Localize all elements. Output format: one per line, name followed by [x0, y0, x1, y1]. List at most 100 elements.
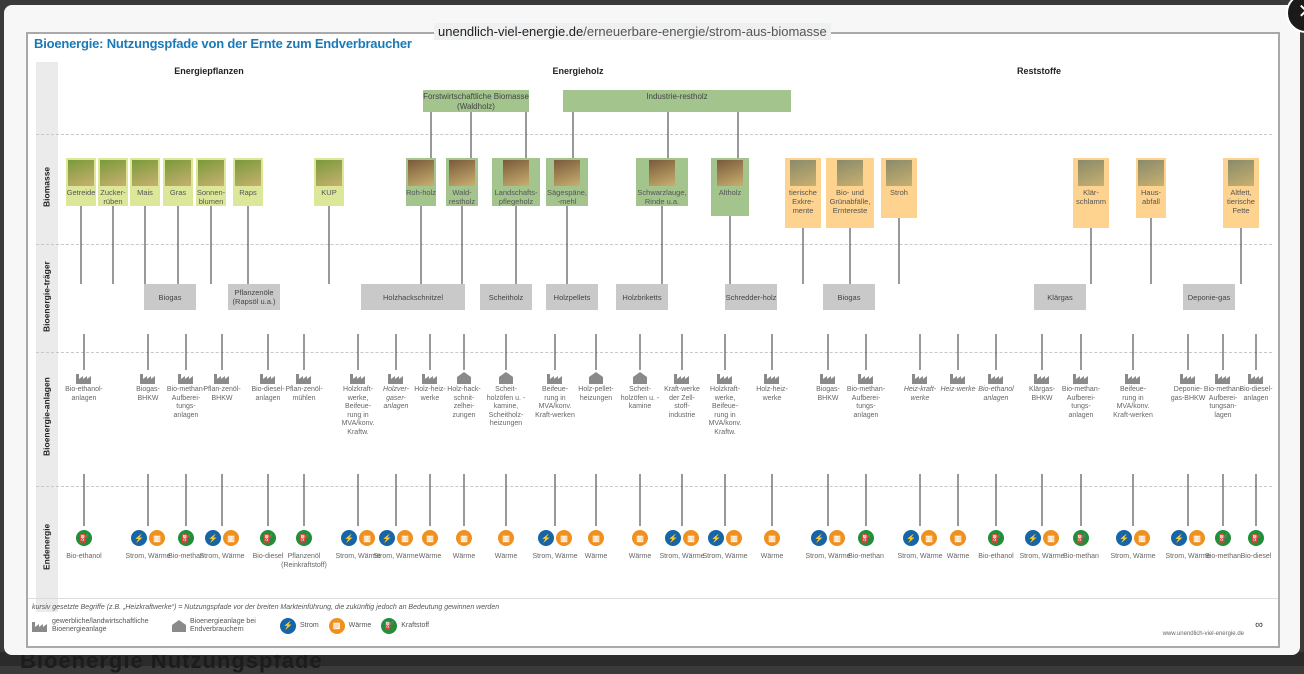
industrial-plant-icon [1248, 372, 1264, 388]
endenergy-5: ⛽Bio-diesel [244, 530, 292, 561]
biomass-label: Landschafts-pflegeholz [494, 188, 538, 206]
endenergy-icons: ⚡▥ [379, 530, 413, 546]
heat-icon: ▥ [1134, 530, 1150, 546]
industrial-plant-icon [422, 372, 438, 388]
biomass-label: tierische Exkre-mente [789, 188, 817, 215]
heat-icon: ▥ [683, 530, 699, 546]
industrial-plant-icon [140, 372, 156, 388]
plant-label: Holz-pellet-heizungen [578, 386, 614, 402]
endenergy-20: ⚡▥Strom, Wärme [896, 530, 944, 561]
plant-label: Scheit-holzöfen u. -kamine [620, 386, 660, 410]
industrial-plant-icon [1215, 372, 1231, 388]
credit-url: www.unendlich-viel-energie.de [1162, 631, 1244, 637]
biomass-3: Mais [130, 158, 160, 206]
endenergy-12: ⚡▥Strom, Wärme [531, 530, 579, 561]
endenergy-icons: ⛽ [178, 530, 194, 546]
biomass-label: Haus-abfall [1140, 188, 1161, 206]
endenergy-label: Bio-diesel [252, 553, 284, 560]
industrial-plant-icon [950, 372, 966, 388]
plant-17: Holz-heiz-werke [752, 372, 792, 403]
carrier-3: Holzhackschnitzel [361, 284, 465, 310]
biomass-label: Altfett, tierische Fette [1227, 188, 1255, 215]
endenergy-icons: ⛽ [1073, 530, 1089, 546]
plant-21: Heiz-werke [938, 372, 978, 395]
power-icon: ⚡ [280, 618, 296, 634]
heat-icon: ▥ [397, 530, 413, 546]
heat-icon: ▥ [726, 530, 742, 546]
endenergy-10: ▥Wärme [440, 530, 488, 561]
endenergy-17: ▥Wärme [748, 530, 796, 561]
category-reststoffe: Reststoffe [1016, 66, 1061, 76]
endenergy-icons: ▥ [456, 530, 472, 546]
plant-label: Heiz-kraft-werke [903, 386, 937, 402]
biomass-photo [235, 160, 261, 186]
biomass-label: Klär-schlamm [1075, 188, 1106, 206]
industrial-plant-icon [764, 372, 780, 388]
heat-icon: ▥ [1189, 530, 1205, 546]
close-icon[interactable]: ✕ [1286, 0, 1304, 33]
plant-2: Biogas-BHKW [128, 372, 168, 403]
heat-icon: ▥ [829, 530, 845, 546]
endenergy-label: Strom, Wärme [1019, 553, 1065, 560]
endenergy-1: ⛽ Bio-ethanol [60, 530, 108, 561]
endenergy-3: ⛽Bio-methan [162, 530, 210, 561]
plant-15: Kraft-werke der Zell-stoff-industrie [662, 372, 702, 420]
page-background [0, 652, 1304, 666]
endenergy-label: Bio-diesel [1240, 553, 1272, 560]
fuel-icon: ⛽ [296, 530, 312, 546]
endenergy-16: ⚡▥Strom, Wärme [701, 530, 749, 561]
endenergy-label: Strom, Wärme [199, 553, 245, 560]
plant-label: Pflan-zenöl-mühlen [285, 386, 323, 402]
heat-icon: ▥ [921, 530, 937, 546]
biomass-photo [198, 160, 224, 186]
diagram-title: Bioenergie: Nutzungspfade von der Ernte … [34, 36, 412, 51]
heat-icon: ▥ [588, 530, 604, 546]
carrier-8: Biogas [823, 284, 875, 310]
row-divider [36, 244, 1272, 245]
biomass-10: Landschafts-pflegeholz [492, 158, 540, 206]
plant-6: Pflan-zenöl-mühlen [284, 372, 324, 403]
heat-icon: ▥ [422, 530, 438, 546]
biomass-12: Schwarzlauge, Rinde u.a. [636, 158, 688, 206]
heat-icon: ▥ [1043, 530, 1059, 546]
plant-label: Beifeue-rung in MVA/konv. Kraft-werken [1113, 386, 1153, 419]
plant-label: Bio-ethanol anlagen [978, 386, 1014, 402]
legend-label: Kraftstoff [401, 622, 430, 629]
endenergy-icons: ⚡▥ [205, 530, 239, 546]
biomass-19: Altfett, tierische Fette [1223, 158, 1259, 228]
endenergy-26: ⚡▥Strom, Wärme [1164, 530, 1212, 561]
plant-label: Biogas-BHKW [816, 386, 840, 402]
heat-icon: ▥ [764, 530, 780, 546]
endenergy-24: ⛽Bio-methan [1057, 530, 1105, 561]
plant-label: Bio-methan-Aufberei-tungs-anlagen [166, 386, 206, 419]
endenergy-label: Bio-methan [848, 553, 884, 560]
biomass-13: Altholz [711, 158, 749, 216]
biomass-17: Klär-schlamm [1073, 158, 1109, 228]
endenergy-label: Strom, Wärme [335, 553, 381, 560]
plant-1: Bio-ethanol-anlagen [64, 372, 104, 403]
industrial-plant-icon [1034, 372, 1050, 388]
fuel-icon: ⛽ [1248, 530, 1264, 546]
endenergy-19: ⛽Bio-methan [842, 530, 890, 561]
industrial-plant-icon [388, 372, 404, 388]
endenergy-icons: ⛽ [1215, 530, 1231, 546]
biomass-label: Roh-holz [406, 188, 437, 197]
endenergy-label: Bio-ethanol [66, 553, 102, 560]
row-divider [36, 352, 1272, 353]
plant-label: Holzkraft-werke, Beifeue-rung in MVA/kon… [341, 386, 375, 436]
plant-8: Holzver-gaser-anlagen [376, 372, 416, 412]
endenergy-label: Bio-methan [1205, 553, 1241, 560]
row-label-column: Biomasse Bioenergie-träger Bioenergie-an… [36, 62, 58, 612]
plant-3: Bio-methan-Aufberei-tungs-anlagen [166, 372, 206, 420]
plant-20: Heiz-kraft-werke [900, 372, 940, 403]
plant-11: Scheit-holzöfen u. -kamine, Scheitholz-h… [486, 372, 526, 429]
biomass-photo [1138, 160, 1164, 186]
biomass-label: Raps [239, 188, 257, 197]
industrial-plant-icon [717, 372, 733, 388]
biomass-18: Haus-abfall [1136, 158, 1166, 218]
image-caption[interactable]: unendlich-viel-energie.de/erneuerbare-en… [434, 23, 831, 40]
biomass-label: Mais [137, 188, 153, 197]
endenergy-icons: ⛽ [76, 530, 92, 546]
biomass-4: Gras [163, 158, 193, 206]
endenergy-icons: ⛽ [296, 530, 312, 546]
